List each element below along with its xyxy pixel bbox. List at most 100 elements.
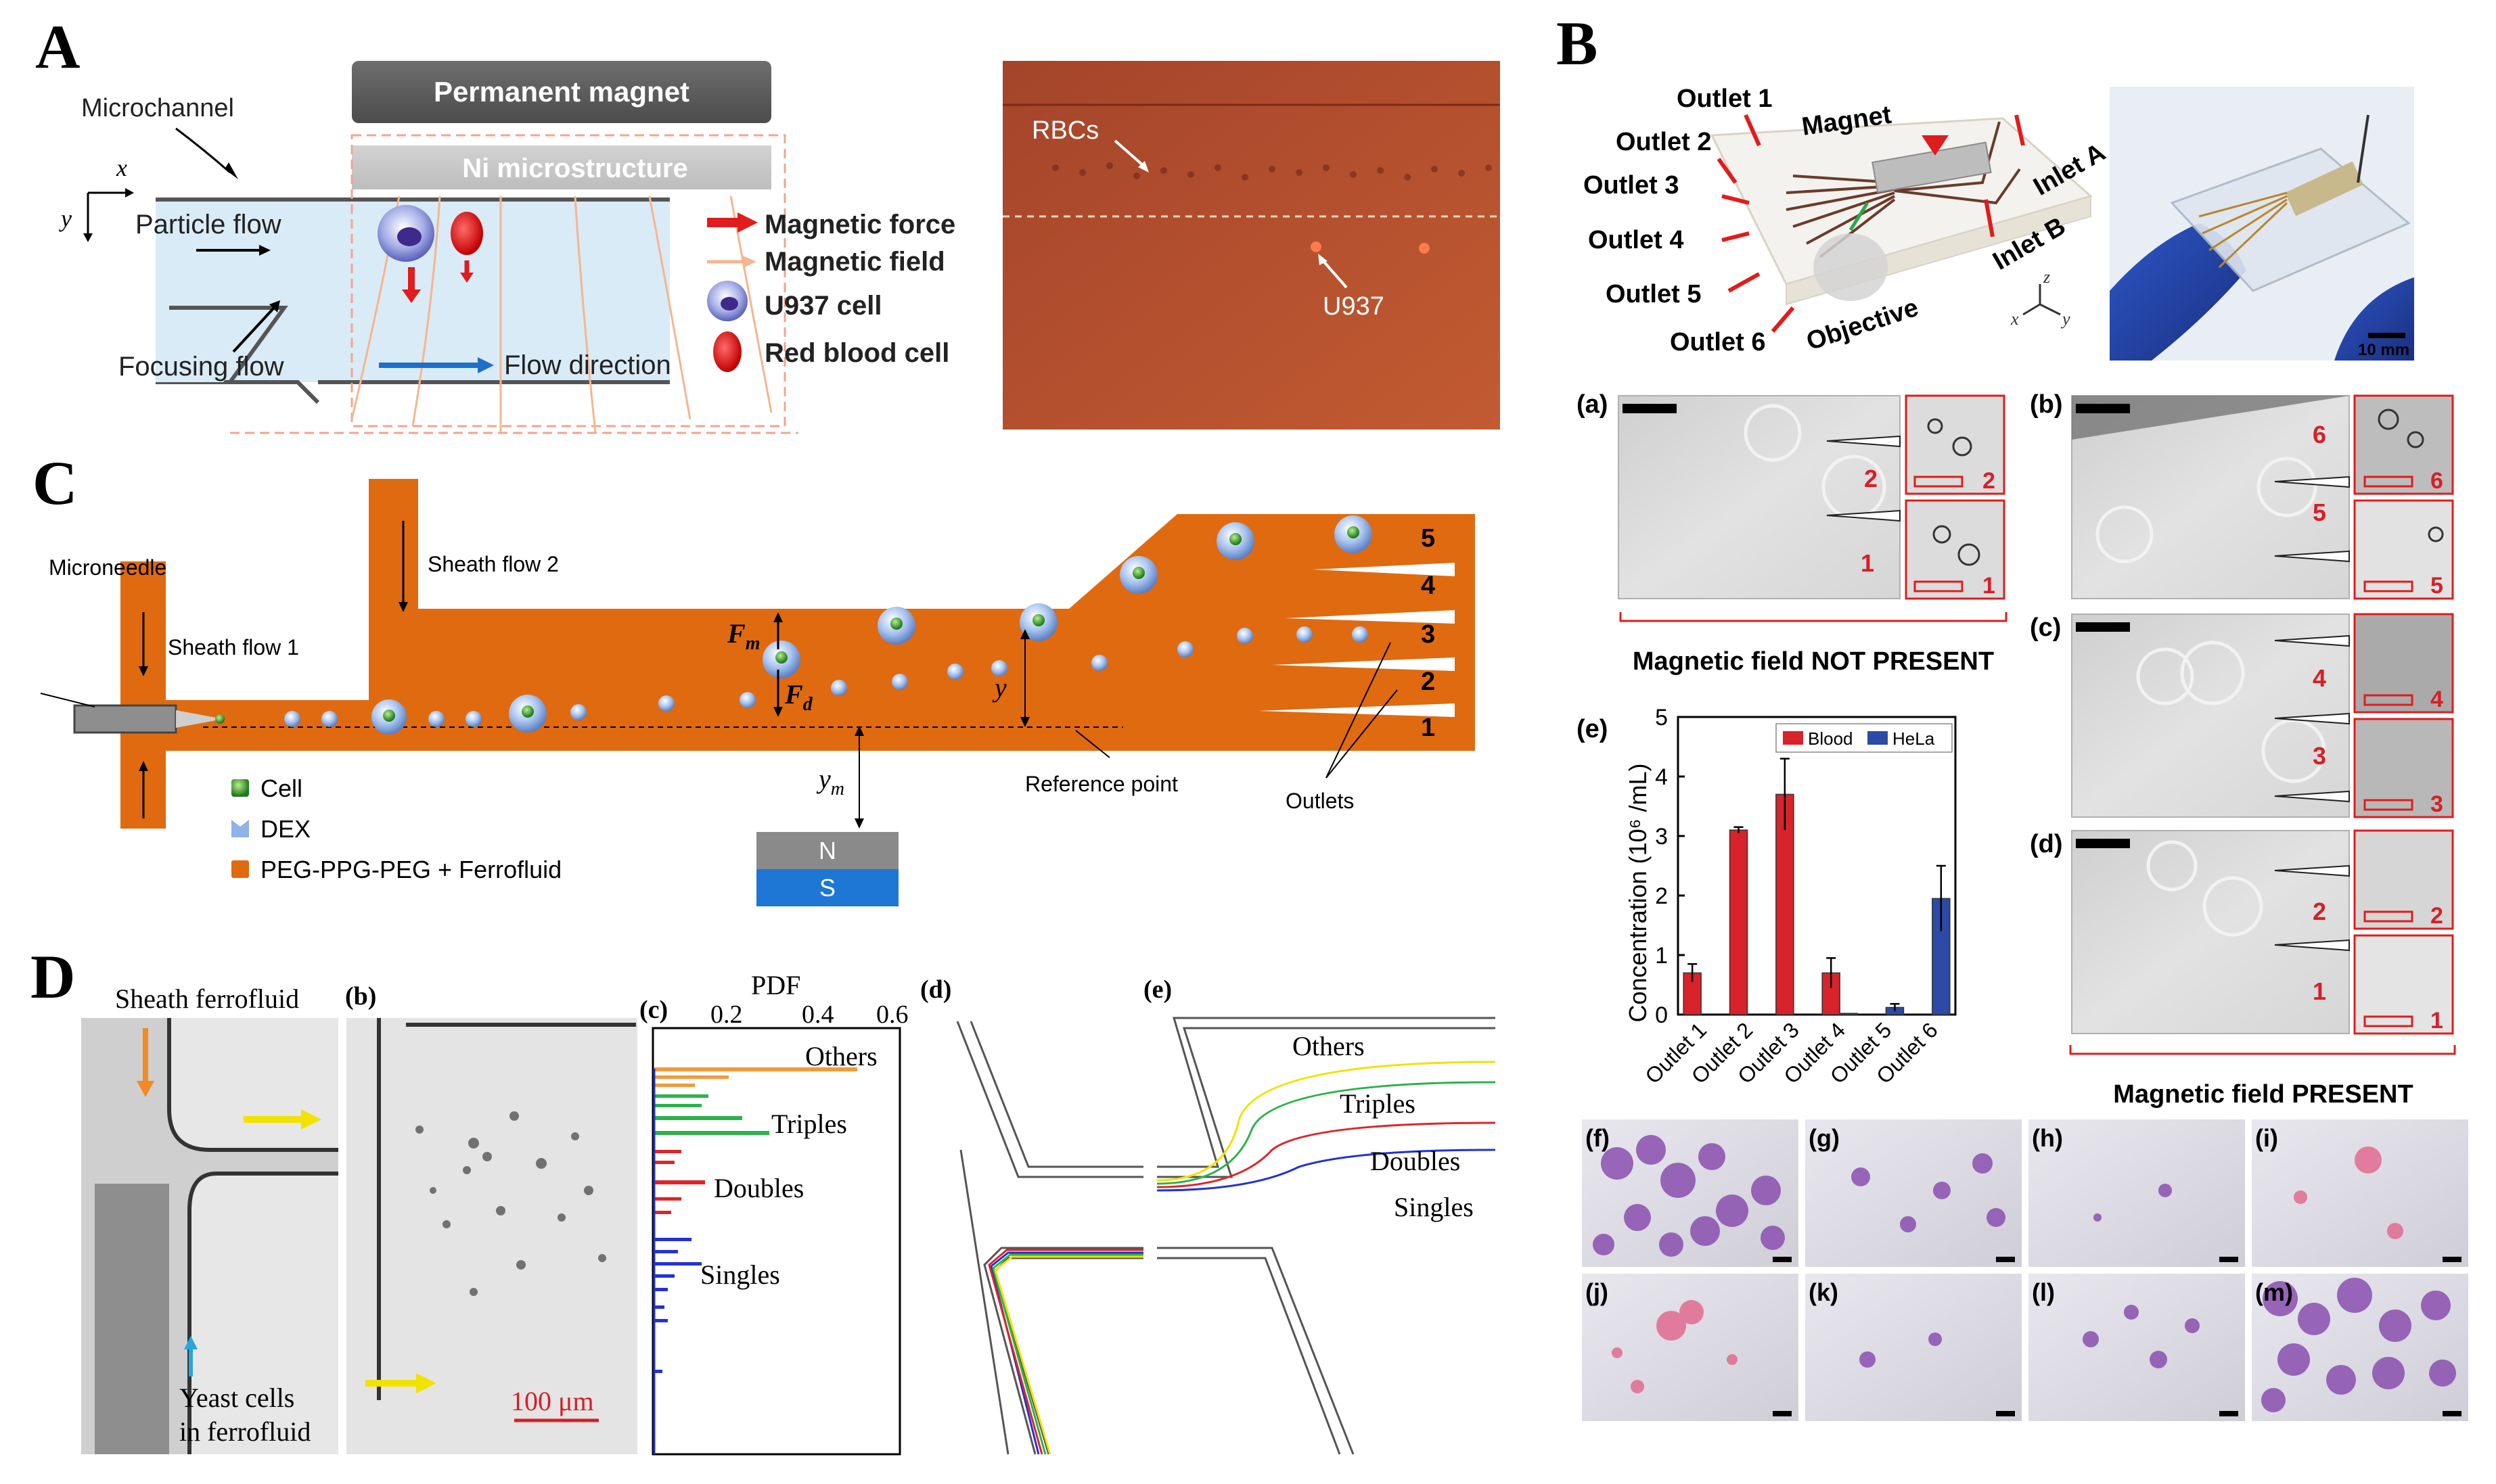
svg-text:PEG-PPG-PEG + Ferrofluid: PEG-PPG-PEG + Ferrofluid — [260, 856, 562, 883]
particle-flow-label: Particle flow — [135, 210, 281, 239]
ni-microstructure-label: Ni microstructure — [462, 154, 687, 183]
svg-text:2: 2 — [1864, 465, 1878, 492]
svg-text:6: 6 — [2430, 468, 2443, 494]
reference-point-label: Reference point — [1025, 772, 1178, 796]
doubles-label-e: Doubles — [1370, 1146, 1460, 1176]
svg-text:y: y — [59, 205, 72, 232]
svg-text:(d): (d) — [2030, 830, 2063, 858]
triples-label-e: Triples — [1340, 1088, 1415, 1119]
ym-label: ym — [816, 764, 844, 799]
svg-text:(i): (i) — [2255, 1124, 2278, 1152]
dex-legend-icon — [231, 820, 249, 837]
flow-direction-label: Flow direction — [504, 350, 671, 380]
panel-a: A Permanent magnet Ni microstructure — [35, 12, 1500, 434]
svg-text:(a): (a) — [1576, 390, 1608, 419]
trajectory-panel-e — [1156, 1017, 1496, 1455]
outlet-3-label: Outlet 3 — [1583, 171, 1679, 200]
svg-text:(f): (f) — [1585, 1124, 1610, 1152]
panel-c: C Microneedle Sheath flow 1 Sheath flow … — [32, 448, 1475, 906]
outlet-5-label: Outlet 5 — [1606, 280, 1701, 308]
svg-text:3: 3 — [1421, 620, 1435, 649]
axes-xyz-icon — [2022, 284, 2061, 316]
svg-text:4: 4 — [1421, 572, 1435, 600]
pdf-bars-doubles — [654, 1150, 705, 1214]
field-label: Magnetic field PRESENT — [2113, 1080, 2413, 1109]
magnet-s — [756, 869, 899, 906]
svg-text:z: z — [2043, 267, 2050, 287]
magnetic-field-lines — [350, 195, 773, 434]
y-tick-label: 4 — [1655, 764, 1668, 790]
chip-magnet — [1871, 141, 1992, 193]
svg-text:5: 5 — [1421, 524, 1435, 553]
outlet-6-label: Outlet 6 — [1670, 328, 1765, 356]
micrograph-c — [2071, 613, 2350, 818]
bar-blood-3 — [1775, 793, 1794, 1015]
outlet-2-label: Outlet 2 — [1616, 128, 1711, 156]
svg-text:(b): (b) — [345, 982, 376, 1011]
stained-micrographs: (f) (g) (h) (i) (j) (k) (l) (m) — [1582, 1119, 2468, 1421]
photo-rbcs-label: RBCs — [1032, 116, 1099, 145]
svg-text:0.2: 0.2 — [710, 1000, 743, 1029]
svg-text:(c): (c) — [2030, 613, 2061, 642]
permanent-magnet-label: Permanent magnet — [434, 76, 689, 108]
svg-text:1: 1 — [2313, 977, 2326, 1005]
svg-text:2: 2 — [1421, 668, 1435, 696]
microchannel-label: Microchannel — [81, 94, 234, 122]
stain-h — [2028, 1119, 2245, 1267]
red-blood-cell — [451, 212, 483, 255]
scale-100um: 100 μm — [511, 1386, 594, 1416]
sheath-ferrofluid-label: Sheath ferrofluid — [115, 983, 299, 1014]
svg-text:(e): (e) — [1576, 715, 1608, 743]
y-tick-label: 2 — [1655, 883, 1668, 909]
sheath-flow-1-label: Sheath flow 1 — [168, 635, 299, 659]
objective-label: Objective — [1803, 294, 1922, 356]
others-label-e: Others — [1292, 1031, 1365, 1061]
chip-photo-scale: 10 mm — [2358, 341, 2409, 359]
y-tick-label: 1 — [1655, 943, 1668, 969]
stain-k — [1805, 1274, 2022, 1421]
stain-l — [2028, 1274, 2245, 1421]
chart-y-label: Concentration (10⁶ /mL) — [1624, 764, 1652, 1023]
singles-label-e: Singles — [1394, 1192, 1474, 1222]
chart-legend — [1775, 723, 1953, 753]
pdf-bars-singles — [654, 1238, 702, 1373]
outlet-1-label: Outlet 1 — [1677, 85, 1772, 113]
panel-d-letter: D — [30, 942, 75, 1011]
y-tick-label: 3 — [1655, 824, 1668, 850]
pdf-axis-label: PDF — [751, 970, 800, 1000]
cells — [215, 526, 1359, 724]
legend-swatch-blood — [1783, 731, 1803, 745]
pdf-bars-triples — [654, 1094, 769, 1135]
fm-label: Fm — [727, 618, 760, 654]
svg-text:U937 cell: U937 cell — [765, 291, 882, 321]
legend-swatch-hela — [1867, 731, 1888, 745]
y-tick-label: 0 — [1655, 1002, 1668, 1028]
svg-text:3: 3 — [2430, 791, 2443, 817]
svg-text:(k): (k) — [1809, 1278, 1838, 1306]
svg-text:(l): (l) — [2032, 1278, 2055, 1306]
panel-b-letter: B — [1556, 9, 1597, 78]
outlet-4-label: Outlet 4 — [1588, 226, 1683, 254]
photo-u937-label: U937 — [1323, 292, 1384, 321]
axes-icon — [87, 191, 125, 233]
singles-label-c: Singles — [700, 1259, 780, 1290]
svg-text:x: x — [2010, 309, 2019, 329]
legend-label-blood: Blood — [1808, 728, 1853, 749]
fd-label: Fd — [784, 679, 813, 715]
svg-text:1: 1 — [1421, 714, 1435, 742]
svg-text:(b): (b) — [2030, 390, 2063, 419]
stain-i — [2252, 1119, 2468, 1267]
svg-text:(e): (e) — [1143, 975, 1172, 1004]
panel-b: B Outlet 1 Outlet 2 Outlet 3 Outlet 4 Ou… — [1556, 9, 2468, 1421]
trajectory-panel-d — [956, 1021, 1143, 1455]
svg-text:5: 5 — [2313, 498, 2326, 526]
svg-text:1: 1 — [1861, 549, 1874, 577]
panel-a-legend: Magnetic force Magnetic field U937 cell … — [707, 210, 955, 372]
outlets-label: Outlets — [1286, 789, 1354, 813]
sheath-flow-2-label: Sheath flow 2 — [428, 552, 559, 576]
svg-text:(h): (h) — [2032, 1124, 2063, 1152]
svg-text:1: 1 — [1982, 573, 1995, 599]
stain-g — [1805, 1119, 2022, 1267]
svg-text:Magnetic force: Magnetic force — [765, 210, 955, 239]
